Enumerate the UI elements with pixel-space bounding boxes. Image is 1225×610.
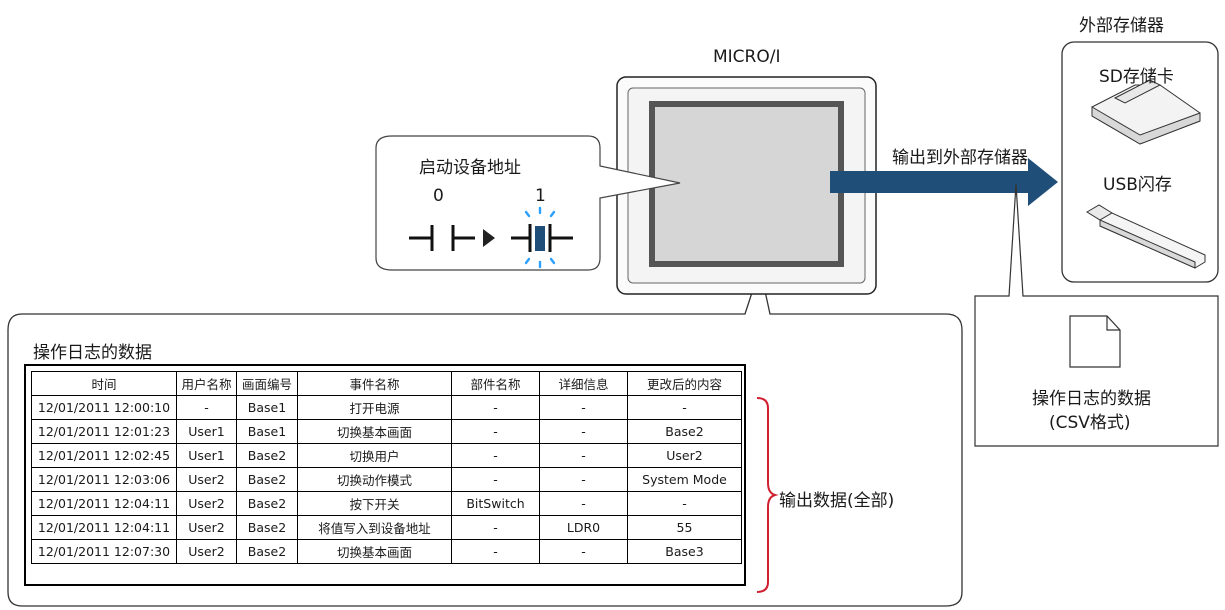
cell-event: 切换用户	[297, 443, 452, 468]
table-row: 12/01/2011 12:04:11 User2 Base2 将值写入到设备地…	[31, 515, 742, 540]
cell-time: 12/01/2011 12:03:06	[31, 467, 177, 492]
cell-time: 12/01/2011 12:02:45	[31, 443, 177, 468]
cell-part: -	[451, 419, 540, 444]
cell-detail: -	[539, 491, 628, 516]
col-header-screen: 画面编号	[236, 371, 298, 396]
cell-changed: User2	[627, 443, 742, 468]
cell-changed: 55	[627, 515, 742, 540]
table-row: 12/01/2011 12:03:06 User2 Base2 切换动作模式 -…	[31, 467, 742, 492]
panel-title: 操作日志的数据	[33, 343, 152, 363]
col-header-part: 部件名称	[451, 371, 540, 396]
cell-part: -	[451, 395, 540, 420]
table-row: 12/01/2011 12:01:23 User1 Base1 切换基本画面 -…	[31, 419, 742, 444]
sd-card-label: SD存储卡	[1099, 67, 1174, 87]
cell-time: 12/01/2011 12:04:11	[31, 515, 177, 540]
table-row: 12/01/2011 12:07:30 User2 Base2 切换基本画面 -…	[31, 539, 742, 564]
cell-user: User2	[176, 491, 237, 516]
col-header-detail: 详细信息	[539, 371, 628, 396]
cell-changed: -	[627, 491, 742, 516]
cell-user: -	[176, 395, 237, 420]
cell-part: -	[451, 515, 540, 540]
cell-detail: -	[539, 419, 628, 444]
cell-time: 12/01/2011 12:04:11	[31, 491, 177, 516]
table-row: 12/01/2011 12:02:45 User1 Base2 切换用户 - -…	[31, 443, 742, 468]
log-table: 时间 用户名称 画面编号 事件名称 部件名称 详细信息 更改后的内容 12/01…	[31, 371, 742, 564]
file-label-line1: 操作日志的数据	[1032, 389, 1151, 409]
cell-screen: Base2	[236, 515, 298, 540]
cell-user: User2	[176, 467, 237, 492]
cell-changed: -	[627, 395, 742, 420]
callout-title: 启动设备地址	[419, 158, 521, 178]
output-bracket	[756, 397, 779, 593]
cell-screen: Base2	[236, 491, 298, 516]
output-arrow	[830, 158, 1058, 206]
cell-changed: Base3	[627, 539, 742, 564]
cell-changed: System Mode	[627, 467, 742, 492]
cell-event: 切换基本画面	[297, 539, 452, 564]
usb-flash-icon	[1086, 204, 1206, 269]
cell-user: User2	[176, 539, 237, 564]
output-data-label: 输出数据(全部)	[779, 491, 895, 511]
col-header-time: 时间	[31, 371, 177, 396]
cell-detail: LDR0	[539, 515, 628, 540]
cell-screen: Base1	[236, 395, 298, 420]
cell-time: 12/01/2011 12:01:23	[31, 419, 177, 444]
cell-event: 将值写入到设备地址	[297, 515, 452, 540]
cell-part: -	[451, 443, 540, 468]
cell-event: 按下开关	[297, 491, 452, 516]
cell-event: 打开电源	[297, 395, 452, 420]
cell-detail: -	[539, 443, 628, 468]
storage-title: 外部存储器	[1079, 16, 1164, 36]
bit-0-label: 0	[433, 186, 444, 206]
cell-part: -	[451, 467, 540, 492]
arrow-label: 输出到外部存储器	[892, 148, 1028, 168]
table-frame	[24, 364, 746, 586]
contact-on-icon	[511, 206, 573, 269]
file-label-line2: (CSV格式)	[1049, 413, 1131, 433]
cell-user: User1	[176, 443, 237, 468]
cell-screen: Base1	[236, 419, 298, 444]
table-row: 12/01/2011 12:04:11 User2 Base2 按下开关 Bit…	[31, 491, 742, 516]
cell-time: 12/01/2011 12:07:30	[31, 539, 177, 564]
cell-user: User2	[176, 515, 237, 540]
usb-label: USB闪存	[1103, 175, 1172, 195]
file-callout-shape	[974, 183, 1219, 447]
micro-i-device	[616, 76, 877, 295]
transition-arrow-icon	[483, 229, 495, 247]
cell-detail: -	[539, 395, 628, 420]
cell-detail: -	[539, 539, 628, 564]
sd-card-icon	[1091, 79, 1201, 145]
bit-1-label: 1	[535, 186, 546, 206]
table-row: 12/01/2011 12:00:10 - Base1 打开电源 - - -	[31, 395, 742, 420]
col-header-changed: 更改后的内容	[627, 371, 742, 396]
cell-part: -	[451, 539, 540, 564]
contact-off-icon	[409, 225, 475, 251]
device-label: MICRO/I	[713, 47, 781, 67]
cell-event: 切换动作模式	[297, 467, 452, 492]
cell-screen: Base2	[236, 443, 298, 468]
col-header-user: 用户名称	[176, 371, 237, 396]
table-header-row: 时间 用户名称 画面编号 事件名称 部件名称 详细信息 更改后的内容	[31, 371, 742, 396]
cell-detail: -	[539, 467, 628, 492]
cell-time: 12/01/2011 12:00:10	[31, 395, 177, 420]
cell-screen: Base2	[236, 539, 298, 564]
col-header-event: 事件名称	[297, 371, 452, 396]
cell-screen: Base2	[236, 467, 298, 492]
cell-changed: Base2	[627, 419, 742, 444]
cell-part: BitSwitch	[451, 491, 540, 516]
cell-event: 切换基本画面	[297, 419, 452, 444]
document-icon	[1069, 315, 1121, 368]
cell-user: User1	[176, 419, 237, 444]
